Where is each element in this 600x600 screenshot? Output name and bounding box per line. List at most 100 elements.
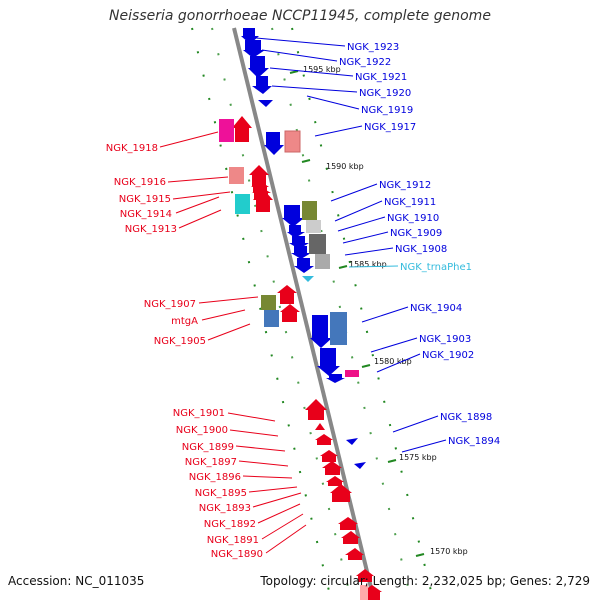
- label-ngk-1902[interactable]: NGK_1902: [422, 350, 474, 361]
- leader-ngk-1905: [207, 323, 251, 341]
- label-ngk-1912[interactable]: NGK_1912: [379, 180, 431, 191]
- block-olive-1907[interactable]: [261, 295, 276, 310]
- label-ngk-1892[interactable]: NGK_1892: [204, 519, 256, 530]
- label-ngk-1916[interactable]: NGK_1916: [114, 177, 166, 188]
- block-magenta-1918[interactable]: [219, 119, 234, 142]
- label-ngk-1908[interactable]: NGK_1908: [395, 244, 447, 255]
- gene-ngk-1899[interactable]: [315, 434, 333, 445]
- tick-ring-outer-right: [291, 27, 433, 596]
- leader-ngk-1911: [334, 200, 383, 222]
- gene-ngk-1910[interactable]: [289, 236, 309, 249]
- leader-ngk-1900: [229, 429, 279, 437]
- scale-tick-1595: [289, 70, 299, 74]
- leader-ngk-1919: [306, 95, 360, 110]
- label-ngk-1894[interactable]: NGK_1894: [448, 436, 500, 447]
- gene-ngk-1903[interactable]: [317, 348, 340, 376]
- label-ngk-1920[interactable]: NGK_1920: [359, 88, 411, 99]
- gene-ngk-1892[interactable]: [338, 517, 358, 530]
- gene-ngk-1922[interactable]: [243, 40, 265, 58]
- label-ngk-1898[interactable]: NGK_1898: [440, 412, 492, 423]
- label-ngk-1899[interactable]: NGK_1899: [182, 442, 234, 453]
- block-lightgray-1911[interactable]: [306, 220, 321, 233]
- block-salmon-edge: [360, 585, 368, 600]
- scale-label-1570: 1570 kbp: [430, 547, 468, 556]
- block-darkgray-1909[interactable]: [309, 234, 326, 254]
- label-ngk-1903[interactable]: NGK_1903: [419, 334, 471, 345]
- label-mtga[interactable]: mtgA: [171, 316, 198, 327]
- label-ngk-1907[interactable]: NGK_1907: [144, 299, 196, 310]
- gene-ngk-1893[interactable]: [330, 484, 352, 502]
- label-ngk-1891[interactable]: NGK_1891: [207, 535, 259, 546]
- block-steelblue-1904[interactable]: [330, 312, 347, 345]
- reverse-leader-lines: [255, 37, 447, 453]
- label-ngk-1896[interactable]: NGK_1896: [189, 472, 241, 483]
- gene-ngk-1908[interactable]: [294, 258, 314, 273]
- label-ngk-1917[interactable]: NGK_1917: [364, 122, 416, 133]
- label-ngk-1923[interactable]: NGK_1923: [347, 42, 399, 53]
- label-ngk-1911[interactable]: NGK_1911: [384, 197, 436, 208]
- label-ngk-1905[interactable]: NGK_1905: [154, 336, 206, 347]
- gene-ngk-1898[interactable]: [346, 438, 358, 445]
- gene-ngk-1890[interactable]: [345, 548, 364, 560]
- gene-ngk-1897[interactable]: [320, 450, 338, 462]
- gene-ngk-1894[interactable]: [354, 462, 366, 469]
- reverse-strand-features: [241, 28, 366, 469]
- gene-ngk-1901[interactable]: [305, 399, 327, 420]
- gene-ngk-1911[interactable]: [287, 225, 305, 238]
- label-ngk-1921[interactable]: NGK_1921: [355, 72, 407, 83]
- label-ngk-trnaphe1[interactable]: NGK_trnaPhe1: [400, 262, 472, 273]
- leader-ngk-1891: [261, 513, 304, 540]
- label-ngk-1910[interactable]: NGK_1910: [387, 213, 439, 224]
- tick-ring-outer-left: [191, 27, 331, 596]
- gene-ngk-1891[interactable]: [341, 531, 360, 544]
- gene-ngk-1895[interactable]: [326, 476, 344, 486]
- leader-ngk-trnaphe1: [348, 265, 399, 268]
- block-pink-1917[interactable]: [284, 130, 301, 153]
- gene-mtga-arrow[interactable]: [280, 304, 300, 322]
- label-ngk-1915[interactable]: NGK_1915: [119, 194, 171, 205]
- label-ngk-1918[interactable]: NGK_1918: [106, 143, 158, 154]
- label-ngk-1919[interactable]: NGK_1919: [361, 105, 413, 116]
- label-ngk-1890[interactable]: NGK_1890: [211, 549, 263, 560]
- leader-ngk-1893: [252, 492, 302, 508]
- leader-ngk-1904: [361, 306, 409, 323]
- gene-ngk-1896[interactable]: [322, 461, 342, 475]
- label-ngk-1895[interactable]: NGK_1895: [195, 488, 247, 499]
- gene-ngk-1917[interactable]: [264, 132, 284, 155]
- block-gray-1908[interactable]: [315, 254, 330, 269]
- gene-ngk-1900[interactable]: [315, 423, 325, 430]
- block-magenta-1902[interactable]: [345, 370, 359, 377]
- label-ngk-1900[interactable]: NGK_1900: [176, 425, 228, 436]
- block-pink-1916[interactable]: [229, 167, 244, 184]
- block-cyan-1913[interactable]: [235, 194, 250, 214]
- label-ngk-1904[interactable]: NGK_1904: [410, 303, 462, 314]
- gene-ngk-trnaphe1[interactable]: [302, 276, 314, 282]
- block-olive-1912[interactable]: [302, 201, 317, 220]
- gene-ngk-1909[interactable]: [291, 246, 311, 259]
- label-ngk-1893[interactable]: NGK_1893: [199, 503, 251, 514]
- leader-ngk-1908: [344, 247, 394, 256]
- gene-ngk-1904[interactable]: [310, 315, 332, 348]
- label-ngk-1922[interactable]: NGK_1922: [339, 57, 391, 68]
- block-steelblue-1905[interactable]: [264, 310, 279, 327]
- gene-ngk-1921[interactable]: [248, 56, 269, 78]
- scale-label-1590: 1590 kbp: [326, 162, 364, 171]
- label-ngk-1913[interactable]: NGK_1913: [125, 224, 177, 235]
- leader-ngk-1895: [248, 486, 298, 493]
- leader-ngk-1890: [265, 524, 307, 554]
- gene-ngk-1918[interactable]: [232, 116, 252, 142]
- gene-ngk-1902[interactable]: [326, 374, 345, 383]
- label-ngk-1901[interactable]: NGK_1901: [173, 408, 225, 419]
- gene-ngk-1913-arrow[interactable]: [253, 189, 273, 212]
- label-ngk-1914[interactable]: NGK_1914: [120, 209, 172, 220]
- gene-ngk-1907-arrow[interactable]: [277, 285, 297, 304]
- gene-ngk-1916-arrow[interactable]: [249, 165, 269, 186]
- label-ngk-1909[interactable]: NGK_1909: [390, 228, 442, 239]
- gene-ngk-1912[interactable]: [282, 205, 304, 227]
- leader-ngk-1896: [242, 475, 293, 479]
- leader-ngk-1920: [271, 85, 358, 93]
- gene-ngk-1919[interactable]: [258, 100, 273, 107]
- gene-ngk-1920[interactable]: [252, 76, 272, 94]
- label-ngk-1897[interactable]: NGK_1897: [185, 457, 237, 468]
